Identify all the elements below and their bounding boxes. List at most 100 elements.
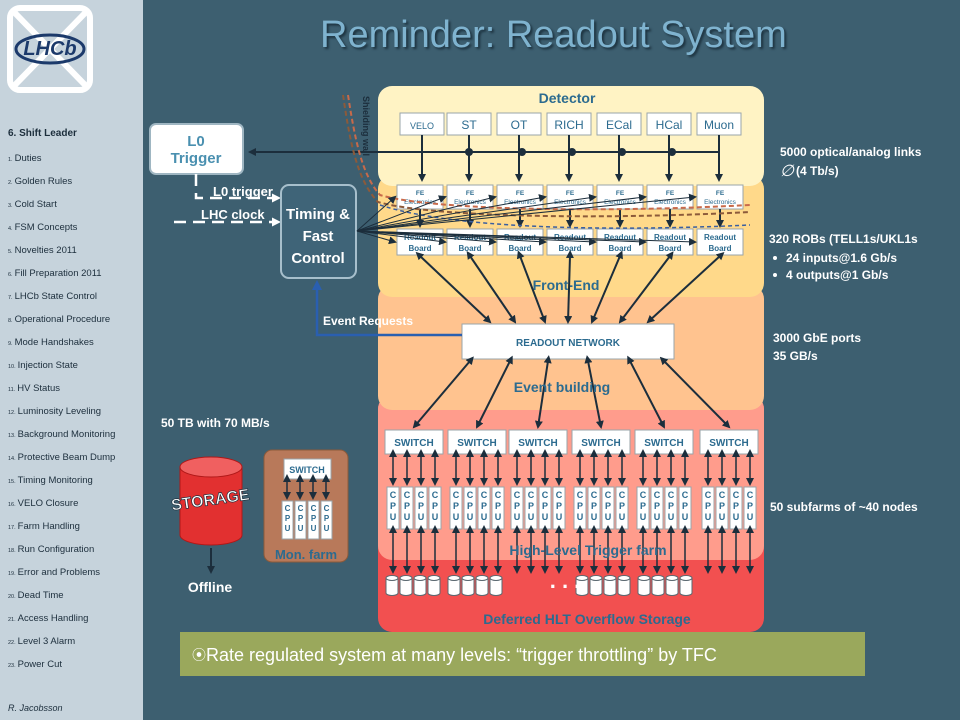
agenda-item-number: 15. — [8, 479, 16, 485]
disk-top — [617, 575, 631, 581]
agenda-item-label: Level 3 Alarm — [17, 636, 76, 647]
agenda-item[interactable]: 2.Golden Rules — [8, 176, 72, 187]
subdetector-label: OT — [511, 118, 528, 132]
hlt-farm-label: High-Level Trigger farm — [509, 542, 666, 558]
disk-node — [447, 578, 461, 596]
network-to-switch-arrow — [412, 356, 474, 429]
event-requests-label: Event Requests — [323, 314, 413, 328]
bus-junction-dot — [465, 148, 473, 156]
disk-top — [665, 575, 679, 581]
rb-to-network-arrow — [646, 251, 725, 324]
fe-label-2: Electronics — [604, 199, 637, 206]
cpu-letter: P — [404, 501, 410, 511]
tfc-fan-arrow — [356, 195, 447, 232]
logo-text: LHCb — [23, 38, 76, 60]
disk-node — [413, 578, 427, 596]
agenda-item[interactable]: 3.Cold Start — [8, 199, 57, 210]
tfc-box — [280, 184, 357, 279]
agenda-item-label: Duties — [14, 153, 42, 164]
agenda-item[interactable]: 18.Run Configuration — [8, 544, 94, 555]
banner-text: Rate regulated system at many levels: “t… — [206, 645, 717, 665]
bus-junction-dot — [518, 148, 526, 156]
readout-to-network-arrows — [415, 250, 725, 324]
annotation-links-2: (4 Tb/s) — [796, 164, 839, 178]
cpu-letter: P — [719, 501, 725, 511]
agenda-item[interactable]: 9.Mode Handshakes — [8, 337, 94, 348]
mon-switch-box — [283, 458, 332, 480]
annotation-bullet-1 — [773, 256, 777, 260]
agenda-item[interactable]: 7.LHCb State Control — [8, 291, 97, 302]
agenda-item[interactable]: 22.Level 3 Alarm — [8, 636, 75, 647]
mon-cpu-letter: U — [324, 524, 330, 533]
tfc-fan-arrow — [356, 195, 397, 232]
disk-node — [651, 578, 665, 596]
tfc-fan-arrow — [356, 230, 397, 245]
bus-junction-dot — [568, 148, 576, 156]
agenda-item[interactable]: 20.Dead Time — [8, 590, 64, 601]
shielding-wall-label: Shielding wall — [361, 96, 371, 156]
cpu-letter: C — [432, 490, 439, 500]
rb-label-2: Board — [658, 244, 681, 253]
agenda-item[interactable]: 11.HV Status — [8, 383, 60, 394]
disk-node — [461, 578, 475, 596]
agenda-item-number: 6. — [8, 272, 13, 278]
cpu-letter: P — [619, 501, 625, 511]
agenda-item[interactable]: 23.Power Cut — [8, 659, 62, 670]
mon-switch-label: SWITCH — [289, 465, 325, 475]
agenda-item-number: 1. — [8, 157, 13, 163]
mon-cpu-letter: C — [311, 504, 317, 513]
lhcb-logo: LHCb — [7, 5, 93, 93]
network-to-switch-arrows — [412, 355, 731, 429]
agenda-item[interactable]: 19.Error and Problems — [8, 567, 100, 578]
agenda-item[interactable]: 13.Background Monitoring — [8, 429, 115, 440]
agenda-item[interactable]: 14.Protective Beam Dump — [8, 452, 115, 463]
agenda-item[interactable]: 12.Luminosity Leveling — [8, 406, 101, 417]
agenda-item-number: 13. — [8, 433, 16, 439]
mon-farm-label: Mon. farm — [275, 547, 337, 562]
agenda-item-label: Dead Time — [17, 590, 64, 601]
tfc-distribution-arrows — [356, 193, 697, 246]
readout-board-box — [446, 228, 494, 256]
disk-top — [461, 575, 475, 581]
annotation-links-1: 5000 optical/analog links — [780, 145, 922, 159]
agenda-item[interactable]: 1.Duties — [8, 153, 42, 164]
agenda-item[interactable]: 15.Timing Monitoring — [8, 475, 93, 486]
cpu-letter: U — [418, 512, 425, 522]
agenda-item-number: 10. — [8, 364, 16, 370]
fe-label-2: Electronics — [454, 199, 487, 206]
disk-top — [427, 575, 441, 581]
agenda-item[interactable]: 4.FSM Concepts — [8, 222, 77, 233]
agenda-item[interactable]: 21.Access Handling — [8, 613, 88, 624]
disk-node — [489, 578, 503, 596]
cpu-letter: P — [495, 501, 501, 511]
cpu-letter: U — [514, 512, 521, 522]
tfc-fan-arrow — [356, 193, 697, 232]
cpu-letter: C — [747, 490, 754, 500]
disk-node — [637, 578, 651, 596]
agenda-item[interactable]: 17.Farm Handling — [8, 521, 80, 532]
mon-cpu-node — [320, 500, 333, 540]
agenda-item-number: 17. — [8, 525, 16, 531]
tfc-fan-arrow — [356, 230, 697, 246]
agenda-item-label: FSM Concepts — [14, 222, 78, 233]
agenda-item-label: LHCb State Control — [14, 291, 97, 302]
annotation-bullet-2 — [773, 273, 777, 277]
event-requests-arrow — [312, 280, 462, 337]
agenda-item[interactable]: 6.Fill Preparation 2011 — [8, 268, 102, 279]
cpu-letter: C — [418, 490, 425, 500]
agenda-item-label: VELO Closure — [17, 498, 79, 509]
agenda-item[interactable]: 8.Operational Procedure — [8, 314, 110, 325]
agenda-item[interactable]: 5.Novelties 2011 — [8, 245, 77, 256]
agenda-item-number: 21. — [8, 617, 16, 623]
agenda-item-label: Mode Handshakes — [14, 337, 94, 348]
fe-label-1: FE — [716, 190, 725, 197]
agenda-item-number: 12. — [8, 410, 16, 416]
agenda-item[interactable]: 10.Injection State — [8, 360, 78, 371]
cpu-letter: C — [619, 490, 626, 500]
l0-trigger-signal-label: L0 trigger — [213, 184, 273, 199]
agenda-item[interactable]: 16.VELO Closure — [8, 498, 78, 509]
agenda-item-number: 18. — [8, 548, 16, 554]
cpu-letter: C — [705, 490, 712, 500]
cpu-letter: U — [556, 512, 563, 522]
network-to-switch-arrow — [534, 355, 552, 429]
